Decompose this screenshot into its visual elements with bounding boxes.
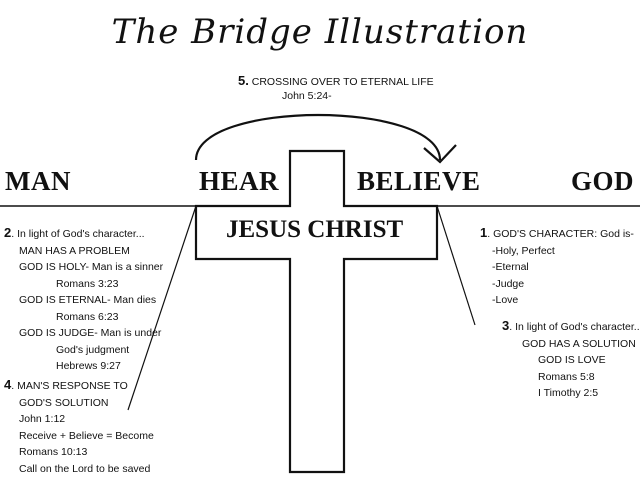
label-believe: BELIEVE (357, 166, 481, 196)
right-chasm-slope (436, 205, 476, 326)
cross-label: JESUS CHRIST (226, 216, 404, 243)
crossing-ref: John 5:24- (282, 90, 332, 102)
crossing-label: 5. CROSSING OVER TO ETERNAL LIFE (238, 73, 434, 91)
step1-line: -Eternal (492, 261, 529, 273)
step4-line: John 1:12 (19, 413, 66, 425)
step2-heading: 2. In light of God's character... (4, 225, 145, 240)
step1-line: -Judge (492, 277, 525, 290)
step1-heading: 1. GOD'S CHARACTER: God is- (480, 225, 634, 240)
step4-line: Romans 10:13 (19, 446, 88, 458)
step2-line: Romans 3:23 (56, 277, 119, 290)
step2-line: GOD IS JUDGE- Man is under (19, 327, 162, 339)
step2-block: 2. In light of God's character... MAN HA… (4, 225, 163, 375)
cross-shape (194, 149, 439, 474)
step4-block: 4. MAN'S RESPONSE TO GOD'S SOLUTION John… (4, 377, 154, 477)
step2-line: God's judgment (56, 343, 130, 356)
step2-line: GOD IS ETERNAL- Man dies (19, 294, 157, 306)
diagram-title: The Bridge Illustration (111, 12, 529, 52)
step1-line: -Love (492, 294, 519, 306)
left-chasm-slope (127, 205, 197, 411)
crossing-number: 5. (238, 73, 249, 88)
step4-line: GOD'S SOLUTION (19, 396, 109, 409)
step2-line: Romans 6:23 (56, 310, 119, 323)
label-hear: HEAR (199, 166, 280, 196)
arrowhead-icon (423, 144, 457, 164)
crossing-arc (194, 113, 442, 161)
step3-line: I Timothy 2:5 (538, 387, 599, 399)
step2-line: MAN HAS A PROBLEM (19, 244, 130, 257)
step4-line: Receive + Believe = Become (19, 429, 154, 442)
step3-block: 3. In light of God's character... GOD HA… (502, 318, 640, 402)
step3-heading: 3. In light of God's character... (502, 318, 640, 333)
step3-line: GOD IS LOVE (538, 354, 606, 366)
step1-line: -Holy, Perfect (492, 244, 555, 257)
step3-line: Romans 5:8 (538, 370, 595, 383)
label-man: MAN (5, 166, 71, 196)
step2-line: GOD IS HOLY- Man is a sinner (19, 261, 164, 273)
step1-block: 1. GOD'S CHARACTER: God is- -Holy, Perfe… (480, 225, 634, 309)
step3-line: GOD HAS A SOLUTION (522, 337, 636, 350)
step2-line: Hebrews 9:27 (56, 360, 121, 372)
step4-heading: 4. MAN'S RESPONSE TO (4, 377, 128, 392)
step4-line: Call on the Lord to be saved (19, 462, 151, 475)
crossing-text: CROSSING OVER TO ETERNAL LIFE (251, 76, 434, 88)
label-god: GOD (571, 166, 635, 196)
